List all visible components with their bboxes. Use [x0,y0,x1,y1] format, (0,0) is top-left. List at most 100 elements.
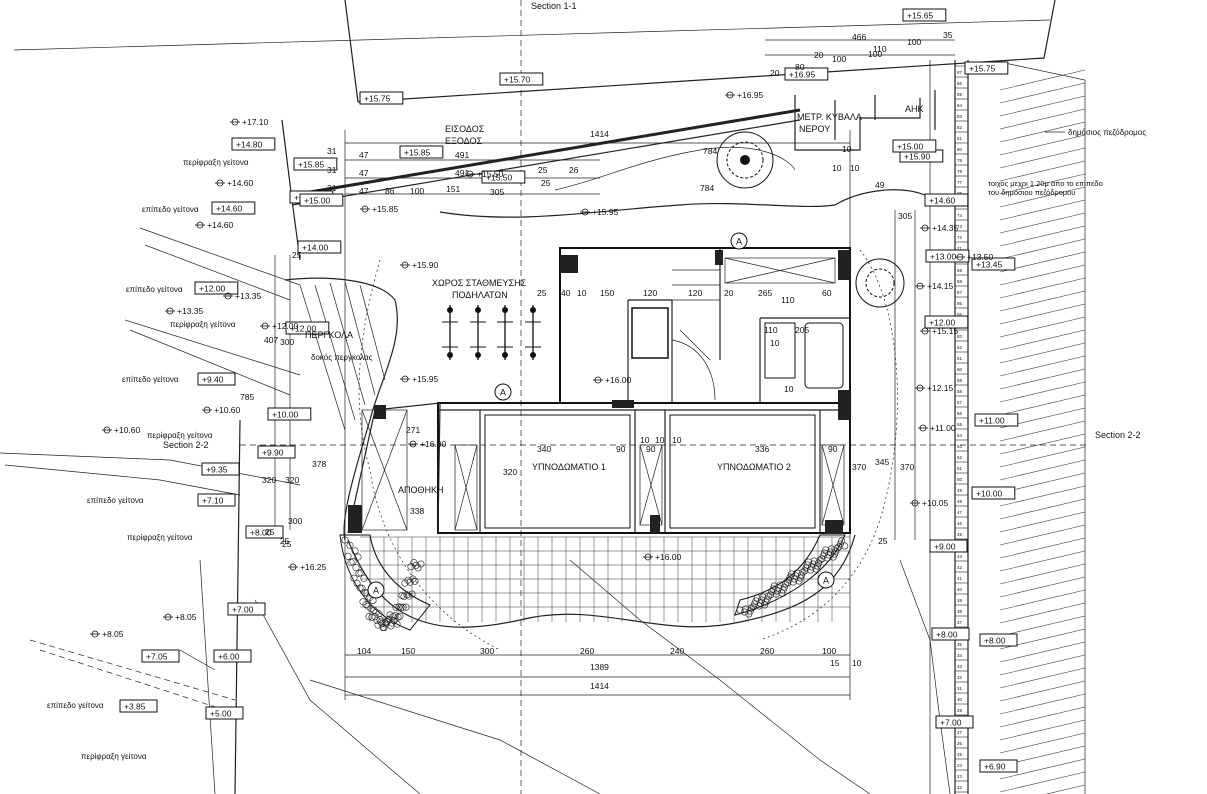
level-marker: +15.15 [920,326,959,336]
sidewalk-station-number: 59 [957,378,963,383]
level-box: +15.85 [293,157,338,171]
level-box: +15.70 [499,72,544,86]
sidewalk-station-number: 53 [957,444,963,449]
sidewalk-station-number: 69 [957,268,963,273]
level-value: +14.00 [302,243,329,253]
dimension-value: 100 [832,54,846,64]
sidewalk-station-number: 57 [957,400,963,405]
dimension-value: 271 [406,425,420,435]
dimension-value: 25 [538,165,548,175]
level-box: +15.00 [299,193,344,207]
level-value: +14.60 [207,220,234,230]
dimension-value: 20 [814,50,824,60]
wall-height-note: τοιχος μεχρι 1.20μ απο το επιπεδο [988,179,1103,188]
level-box: +7.00 [935,715,974,729]
neighbour-label: επίπεδο γείτονα [126,285,183,294]
level-box: +15.65 [902,8,947,22]
level-value: +6.90 [984,762,1006,772]
level-value: +15.75 [969,64,996,74]
sidewalk-station-number: 86 [957,81,963,86]
level-value: +9.90 [262,448,284,458]
sidewalk-station-number: 46 [957,521,963,526]
level-marker: +16.25 [288,562,327,572]
storage-label: ΑΠΟΘΗΚΗ [398,485,444,495]
sidewalk-station-number: 63 [957,334,963,339]
level-value: +16.00 [655,552,682,562]
level-box: +6.00 [213,649,252,663]
level-value: +15.00 [304,196,331,206]
level-value: +9.35 [206,465,228,475]
level-value: +16.25 [300,562,327,572]
level-box: +8.00 [245,525,284,539]
sidewalk-station-number: 26 [957,741,963,746]
level-box: +12.00 [194,281,239,295]
dimension-value: 1389 [590,662,609,672]
level-value: +7.10 [202,496,224,506]
level-value: +9.40 [202,375,224,385]
section-marker: A [817,571,835,589]
sidewalk-station-number: 40 [957,587,963,592]
level-value: +10.60 [114,425,141,435]
sidewalk-station-number: 83 [957,114,963,119]
sidewalk-station-number: 22 [957,785,963,790]
sidewalk-station-number: 41 [957,576,963,581]
sidewalk-station-number: 80 [957,147,963,152]
level-box: +10.00 [971,486,1016,500]
level-value: +15.65 [907,11,934,21]
level-value: +15.90 [412,260,439,270]
level-value: +8.00 [250,528,272,538]
terrace-paving [347,534,856,628]
dimension-value: 26 [569,165,579,175]
dimension-value: 110 [781,295,795,305]
dimension-value: 10 [672,435,682,445]
level-value: +15.95 [412,374,439,384]
sidewalk-station-number: 48 [957,499,963,504]
dimension-value: 47 [359,168,369,178]
section-marker: A [494,383,512,401]
level-value: +8.05 [102,629,124,639]
dimension-value: 10 [655,435,665,445]
level-box: +15.75 [359,91,404,105]
level-box: +14.00 [297,240,342,254]
level-value: +13.50 [967,252,994,262]
dimension-value: 370 [900,462,914,472]
level-marker: +10.60 [102,425,141,435]
dimension-value: 10 [842,144,852,154]
dimension-value: 15 [830,658,840,668]
level-value: +8.00 [984,636,1006,646]
level-box: +15.75 [964,61,1009,75]
level-box: +9.35 [201,462,240,476]
dimension-value: 300 [288,516,302,526]
sidewalk-station-number: 79 [957,158,963,163]
section-1-1-label: Section 1-1 [531,1,577,11]
neighbour-label: επίπεδο γείτονα [142,205,199,214]
level-value: +10.60 [214,405,241,415]
sidewalk-station-number: 54 [957,433,963,438]
level-value: +11.00 [930,423,956,433]
neighbour-label: περίφραξη γείτονα [183,158,249,167]
dimension-value: 86 [385,186,395,196]
sidewalk-station-number: 35 [957,642,963,647]
level-box: +14.80 [231,137,276,151]
level-box: +15.00 [892,139,937,153]
level-box: +11.00 [974,413,1019,427]
level-value: +15.85 [404,148,431,158]
level-box: +8.00 [979,633,1018,647]
sidewalk-station-number: 77 [957,180,963,185]
level-value: +17.10 [242,117,269,127]
sidewalk-station-number: 81 [957,136,963,141]
dimension-value: 10 [640,435,650,445]
level-box: +13.00 [925,249,970,263]
dimension-value: 110 [764,325,778,335]
level-value: +15.75 [364,94,391,104]
level-box: +15.50 [481,170,526,184]
dimension-value: 1414 [590,129,609,139]
level-value: +15.85 [298,160,325,170]
level-value: +13.35 [235,291,262,301]
level-marker: +15.90 [400,260,439,270]
level-marker: +14.15 [915,281,954,291]
garden-curve [439,189,926,218]
marker-letter: A [500,388,506,398]
tree-symbol [716,131,905,308]
sidewalk-station-number: 55 [957,422,963,427]
